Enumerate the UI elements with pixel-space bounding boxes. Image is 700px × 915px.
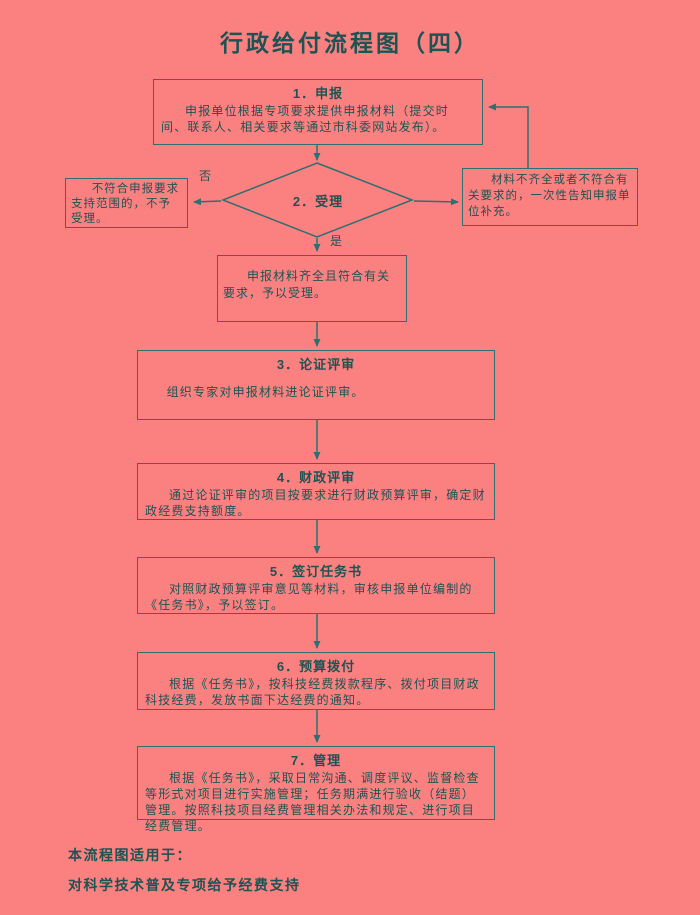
step1-body: 申报单位根据专项要求提供申报材料（提交时间、联系人、相关要求等通过市科委网站发布…	[161, 104, 450, 134]
supplement-box: 材料不齐全或者不符合有关要求的，一次性告知申报单位补充。	[462, 168, 638, 226]
accept-box-body: 申报材料齐全且符合有关要求，予以受理。	[223, 269, 391, 300]
reject-box: 不符合申报要求支持范围的，不予受理。	[65, 178, 188, 228]
reject-box-body: 不符合申报要求支持范围的，不予受理。	[71, 183, 180, 225]
step7-body: 根据《任务书》，采取日常沟通、调度评议、监督检查等形式对项目进行实施管理；任务期…	[145, 771, 480, 833]
connector-decision-to-supplement	[413, 198, 459, 206]
step6-heading: 6．预算拨付	[276, 659, 356, 674]
step5-heading: 5．签订任务书	[269, 564, 363, 579]
footer-applies-to: 本流程图适用于：	[68, 849, 192, 864]
step4-body: 通过论证评审的项目按要求进行财政预算评审，确定财政经费支持额度。	[145, 488, 486, 518]
step3-heading: 3．论证评审	[276, 357, 356, 372]
footer-scope: 对科学技术普及专项给予经费支持	[68, 879, 301, 894]
step3-review-box: 3．论证评审 组织专家对申报材料进论证评审。	[137, 350, 495, 420]
step3-body: 组织专家对申报材料进论证评审。	[166, 385, 365, 399]
branch-yes-label: 是	[330, 234, 344, 248]
step4-heading: 4．财政评审	[276, 470, 356, 485]
step5-sign-task-box: 5．签订任务书 对照财政预算评审意见等材料，审核申报单位编制的《任务书》，予以签…	[137, 557, 495, 614]
decision-acceptance-label: 2．受理	[292, 193, 344, 209]
accept-box: 申报材料齐全且符合有关要求，予以受理。	[217, 255, 407, 322]
step7-management-box: 7．管理 根据《任务书》，采取日常沟通、调度评议、监督检查等形式对项目进行实施管…	[137, 746, 495, 833]
step1-declare-box: 1．申报 申报单位根据专项要求提供申报材料（提交时间、联系人、相关要求等通过市科…	[153, 79, 483, 145]
branch-no-label: 否	[199, 169, 213, 183]
step6-body: 根据《任务书》，按科技经费拨款程序、拨付项目财政科技经费，发放书面下达经费的通知…	[145, 677, 480, 707]
connector-supplement-to-step1	[488, 103, 529, 168]
supplement-box-body: 材料不齐全或者不符合有关要求的，一次性告知申报单位补充。	[468, 174, 631, 218]
step5-body: 对照财政预算评审意见等材料，审核申报单位编制的《任务书》，予以签订。	[145, 582, 473, 612]
connector-decision-to-reject	[193, 198, 222, 206]
step6-budget-allocation-box: 6．预算拨付 根据《任务书》，按科技经费拨款程序、拨付项目财政科技经费，发放书面…	[137, 652, 495, 710]
page-title: 行政给付流程图（四）	[220, 31, 480, 56]
step1-heading: 1．申报	[292, 86, 344, 101]
step7-heading: 7．管理	[290, 753, 342, 768]
step4-fiscal-review-box: 4．财政评审 通过论证评审的项目按要求进行财政预算评审，确定财政经费支持额度。	[137, 463, 495, 520]
